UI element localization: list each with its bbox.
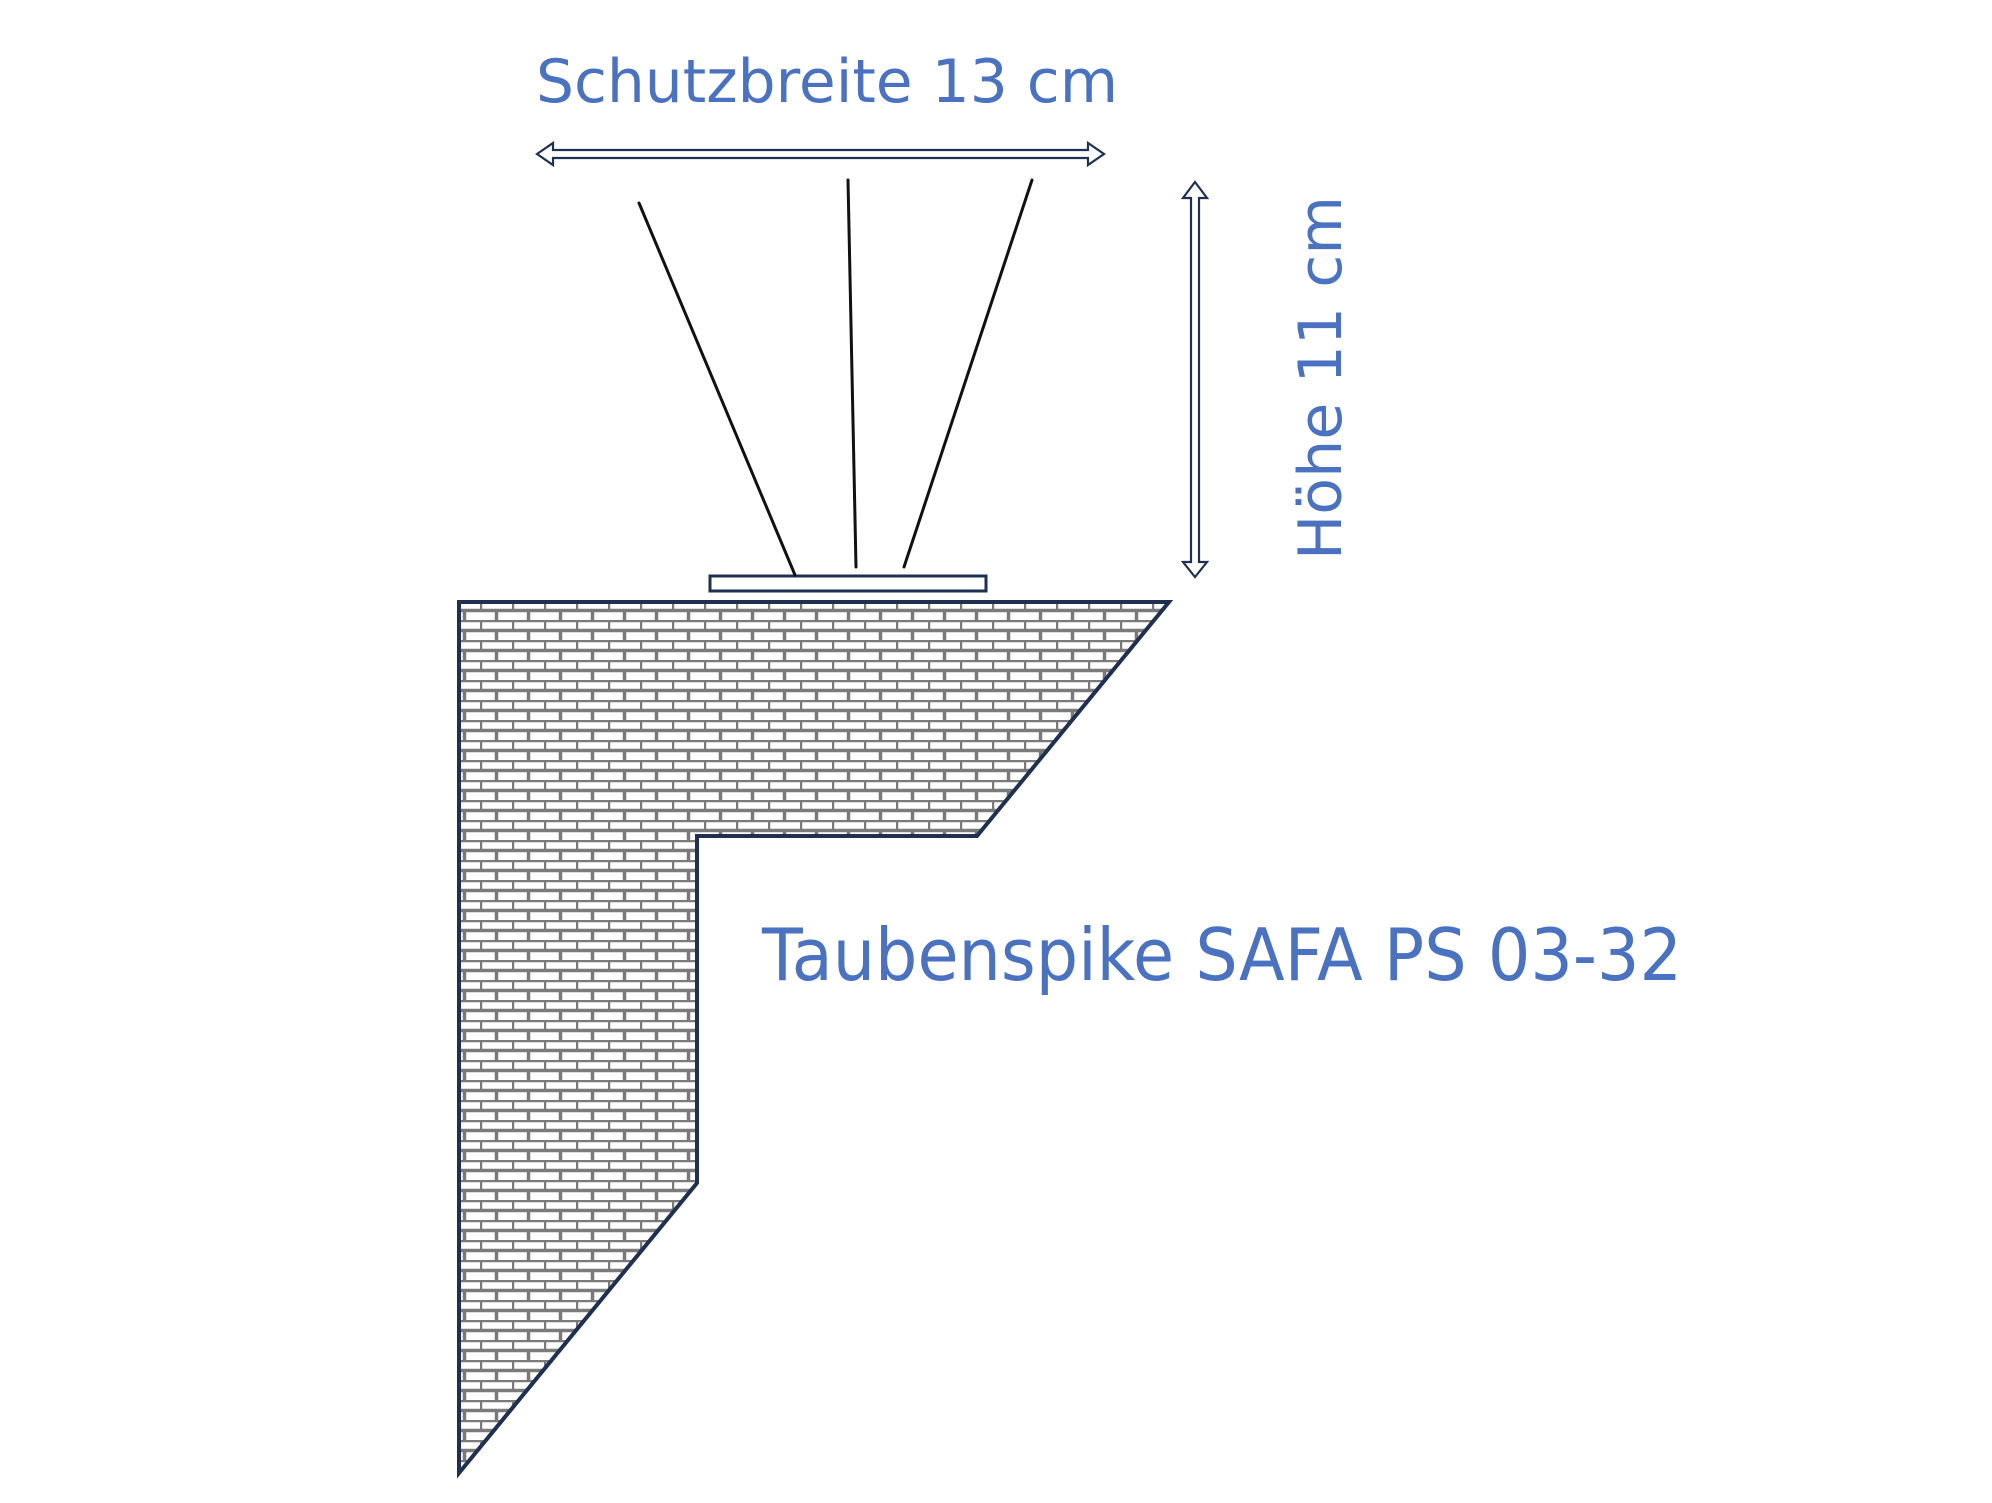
- spike-center: [846, 178, 858, 569]
- brick-wall: [457, 600, 1174, 1479]
- product-title: Taubenspike SAFA PS 03-32: [761, 913, 1682, 997]
- height-arrow-icon: [1180, 180, 1210, 579]
- spike-base-plate: [708, 574, 988, 593]
- width-arrow-icon: [535, 140, 1106, 168]
- spike-left: [637, 201, 797, 577]
- spikes: [637, 178, 1034, 577]
- width-label: Schutzbreite 13 cm: [536, 47, 1118, 117]
- height-label: Höhe 11 cm: [1286, 196, 1356, 560]
- spike-right: [902, 178, 1034, 569]
